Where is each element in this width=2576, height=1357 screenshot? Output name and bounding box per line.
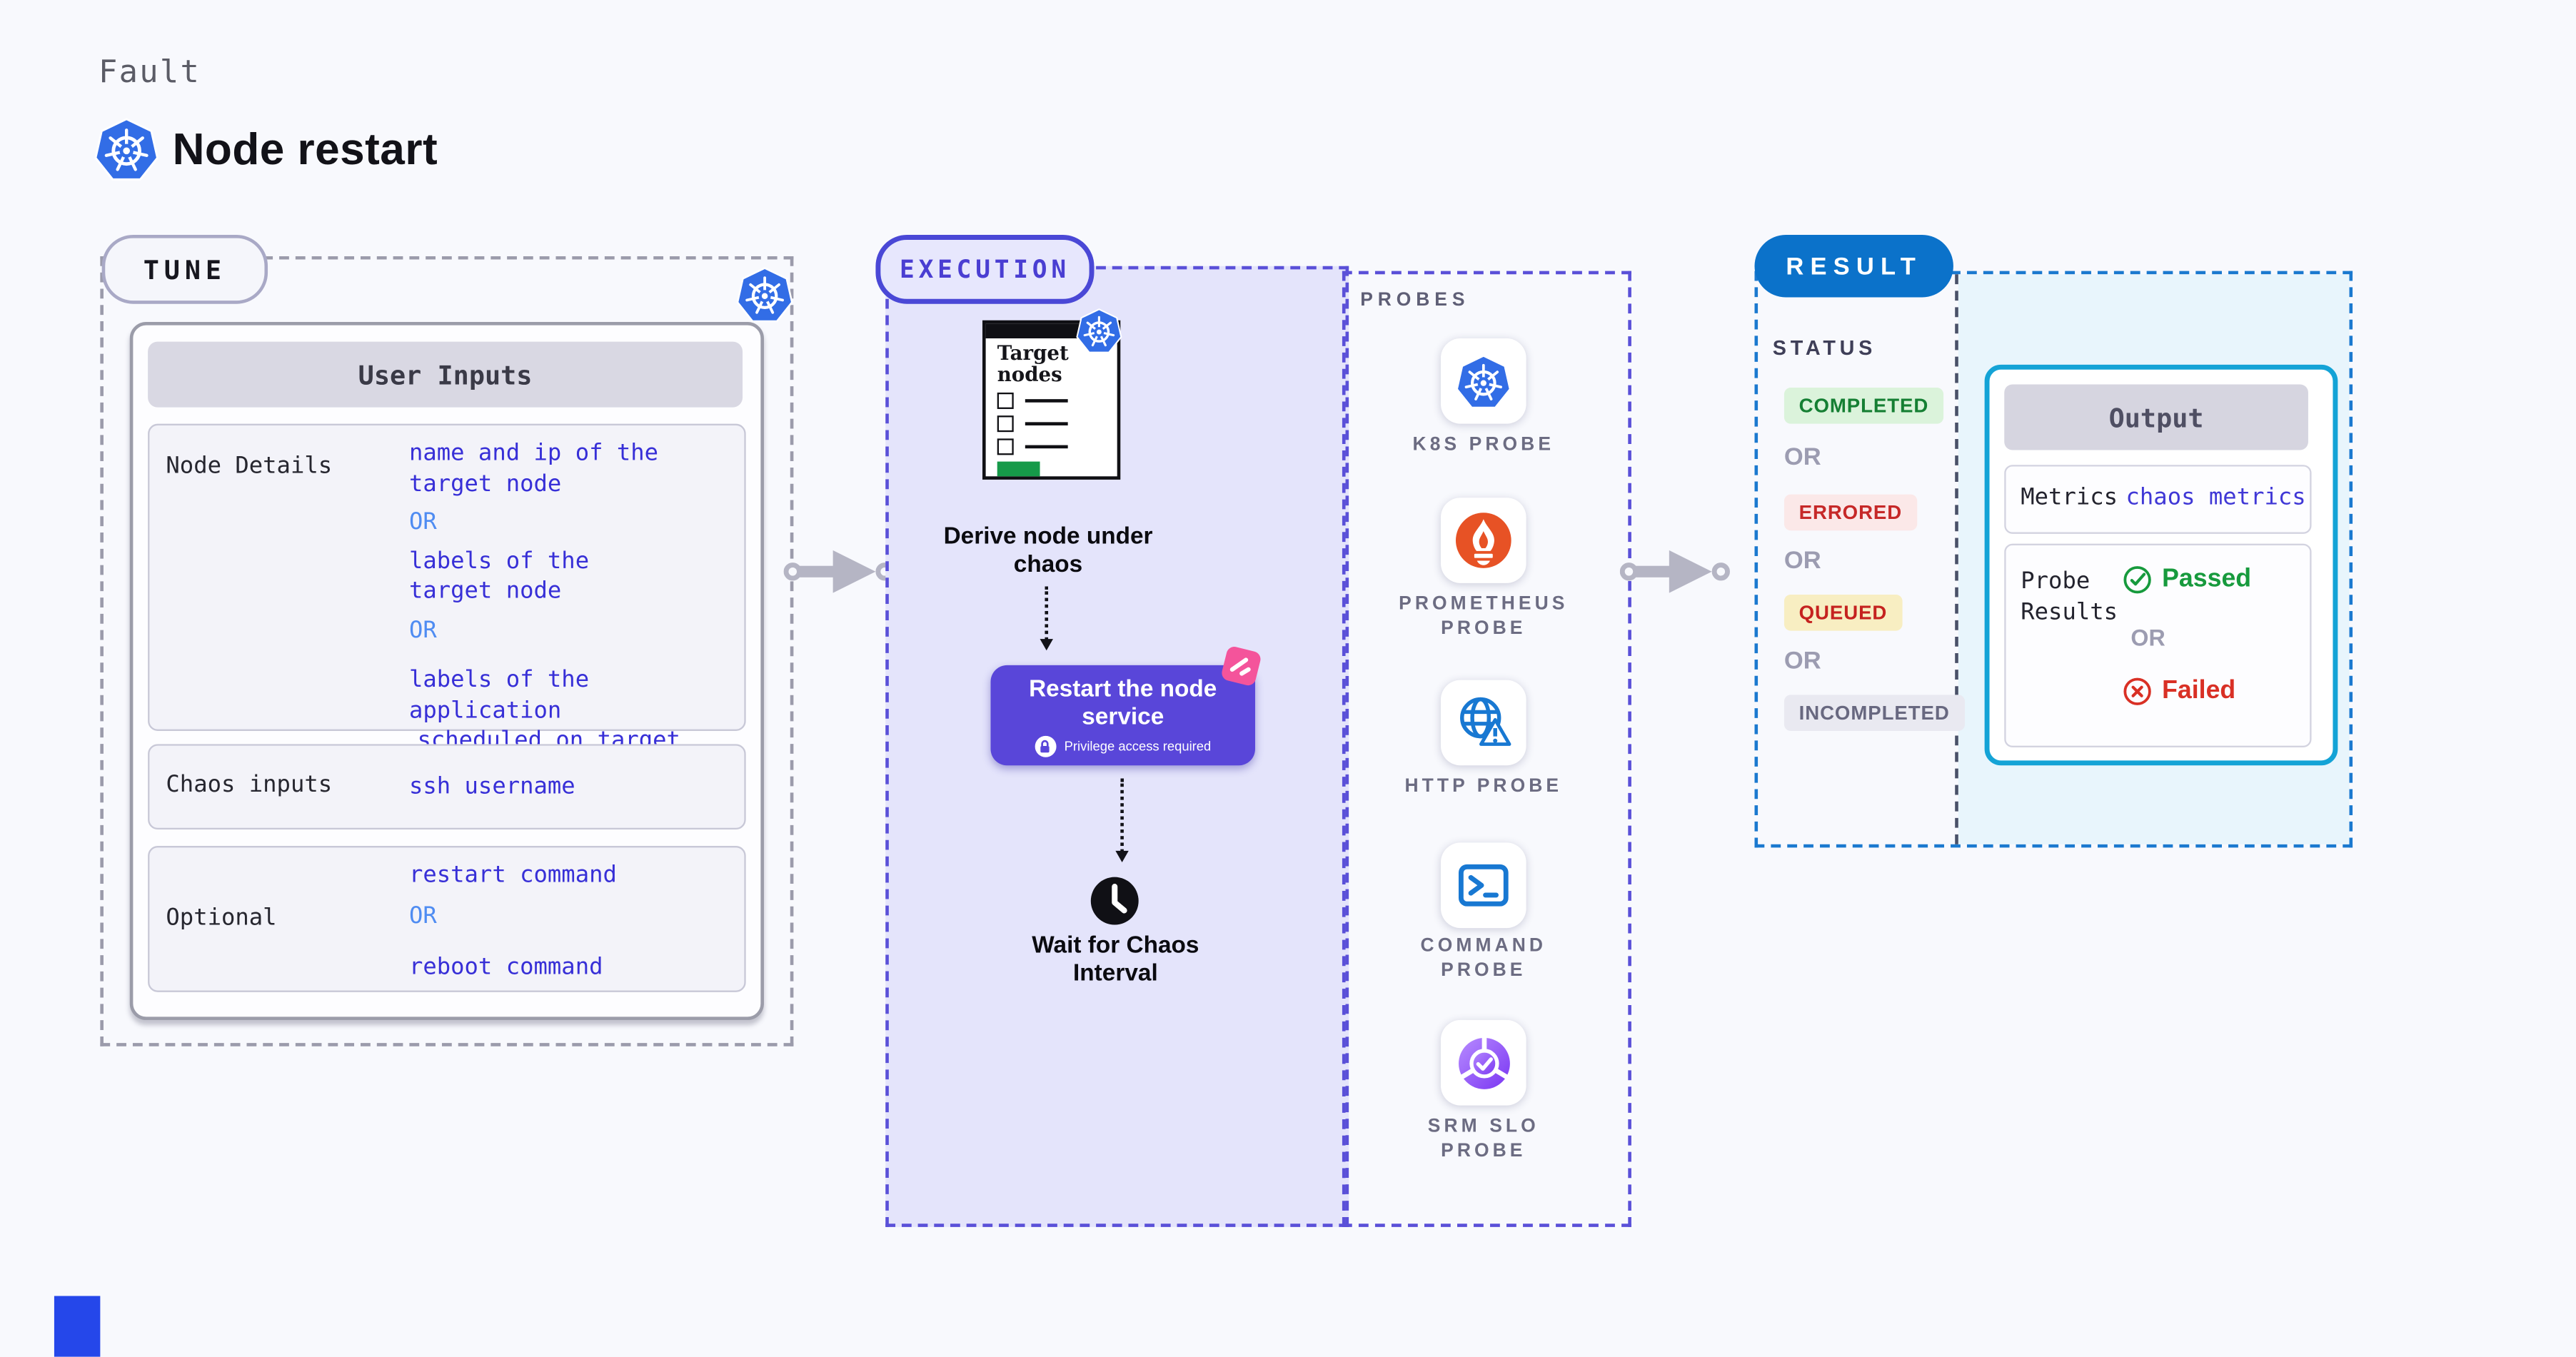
page-title: Node restart: [172, 124, 438, 174]
flow-arrow-down: [1115, 778, 1129, 863]
execution-pill: EXECUTION: [875, 235, 1095, 304]
target-nodes-card: Target nodes: [982, 320, 1121, 480]
or-separator: OR: [408, 509, 437, 536]
http-probe-card: [1440, 680, 1526, 766]
probe-results-row: Probe Results Passed OR Failed: [2004, 543, 2312, 747]
k8s-probe-card: [1440, 338, 1526, 424]
probes-heading: PROBES: [1360, 291, 1470, 311]
status-badge-queued: QUEUED: [1783, 594, 1903, 631]
lock-icon: [1035, 735, 1057, 757]
checkbox-row: [997, 415, 1117, 433]
slo-donut-icon: [1453, 1032, 1514, 1093]
arrow-right-icon: [784, 542, 899, 601]
step-derive-node: Derive node under chaos: [943, 524, 1153, 578]
optional-label: Optional: [166, 904, 277, 932]
output-header: Output: [2004, 384, 2308, 450]
status-badge-completed: COMPLETED: [1783, 388, 1943, 424]
terminal-icon: [1452, 854, 1514, 917]
status-heading: STATUS: [1772, 336, 1877, 360]
optional-values: restart command OR reboot command: [408, 862, 617, 981]
check-circle-icon: [2123, 566, 2151, 594]
checkbox-row: [997, 438, 1117, 455]
chaos-inputs-label: Chaos inputs: [166, 772, 333, 799]
chaos-flag-icon: [1222, 646, 1261, 686]
privilege-note: Privilege access required: [991, 735, 1255, 757]
progress-bar: [997, 461, 1040, 477]
kubernetes-icon: [1075, 306, 1124, 356]
checkbox-icon: [997, 438, 1014, 455]
kubernetes-icon: [92, 113, 161, 186]
chaos-inputs-value: ssh username: [408, 773, 575, 800]
or-separator: OR: [1783, 443, 1821, 472]
decorative-blue-block: [54, 1296, 101, 1357]
probe-label: COMMAND PROBE: [1420, 936, 1547, 980]
or-separator: OR: [1783, 647, 1821, 675]
probe-label: K8S PROBE: [1412, 435, 1555, 455]
user-inputs-header: User Inputs: [148, 341, 743, 408]
metrics-value: chaos metrics: [2125, 484, 2306, 511]
probe-label: HTTP PROBE: [1404, 777, 1563, 797]
restart-node-service-step: Restart the node service Privilege acces…: [990, 665, 1255, 766]
restart-step-label: Restart the node service: [1029, 677, 1217, 730]
srm-slo-probe-card: [1440, 1019, 1526, 1106]
probe-label: PROMETHEUS PROBE: [1399, 594, 1569, 638]
passed-result: Passed: [2123, 565, 2251, 595]
or-separator: OR: [408, 617, 437, 643]
kubernetes-icon: [1454, 350, 1513, 411]
result-pill: RESULT: [1754, 235, 1953, 298]
node-details-row: Node Details name and ip of the target n…: [148, 423, 746, 785]
checkbox-icon: [997, 415, 1014, 433]
target-nodes-title: Target nodes: [997, 341, 1069, 386]
command-probe-card: [1440, 842, 1526, 929]
status-output-divider: [1955, 274, 1958, 844]
kubernetes-icon: [735, 263, 795, 327]
checkbox-icon: [997, 392, 1014, 409]
status-badge-errored: ERRORED: [1783, 494, 1917, 531]
user-inputs-table: User Inputs Node Details name and ip of …: [129, 321, 764, 1020]
optional-row: Optional restart command OR reboot comma…: [148, 846, 746, 992]
node-details-values: name and ip of the target node OR labels…: [409, 438, 744, 787]
globe-warning-icon: [1452, 692, 1514, 754]
probe-label: SRM SLO PROBE: [1427, 1116, 1539, 1161]
tune-pill: TUNE: [101, 235, 268, 304]
fault-eyebrow: Fault: [99, 54, 201, 91]
metrics-row: Metrics chaos metrics: [2004, 465, 2312, 534]
or-separator: OR: [2130, 624, 2165, 651]
tune-section: [100, 256, 794, 1046]
arrow-right-icon: [1620, 542, 1735, 601]
prometheus-probe-card: [1440, 498, 1526, 583]
clock-icon: [1090, 877, 1139, 925]
flow-arrow-down: [1040, 586, 1053, 651]
chaos-inputs-row: Chaos inputs ssh username: [148, 744, 746, 830]
probes-section: [1342, 271, 1631, 1227]
node-details-label: Node Details: [166, 453, 333, 480]
x-circle-icon: [2123, 677, 2151, 705]
output-card: Output Metrics chaos metrics Probe Resul…: [1984, 364, 2338, 766]
metrics-label: Metrics: [2021, 484, 2118, 511]
prometheus-icon: [1454, 511, 1513, 570]
or-separator: OR: [408, 902, 437, 929]
or-separator: OR: [1783, 547, 1821, 575]
failed-result: Failed: [2123, 677, 2235, 706]
step-wait-interval: Wait for Chaos Interval: [1032, 932, 1199, 987]
checkbox-row: [997, 392, 1117, 409]
probe-results-label: Probe Results: [2021, 568, 2118, 625]
status-badge-incompleted: INCOMPLETED: [1783, 695, 1965, 731]
